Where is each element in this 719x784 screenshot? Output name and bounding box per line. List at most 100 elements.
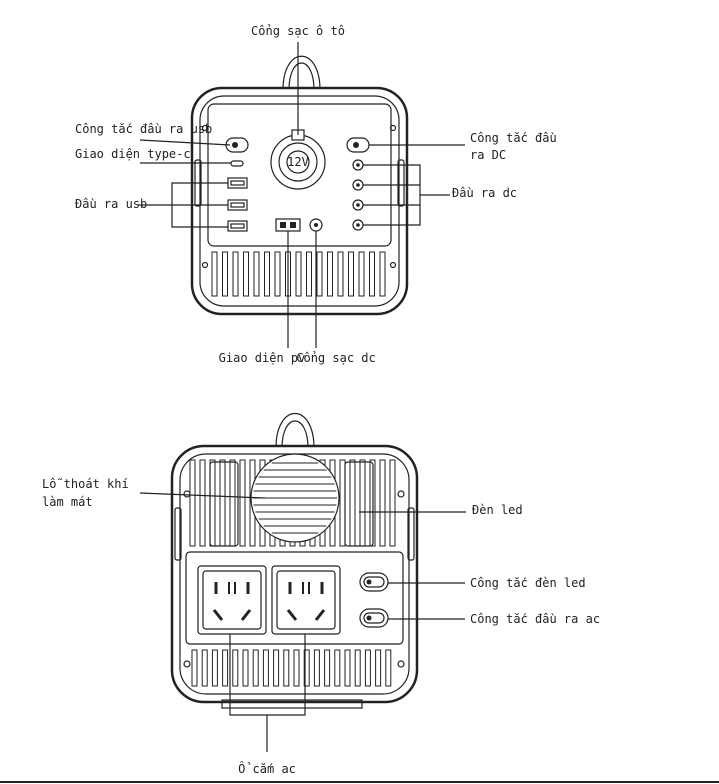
- vent-bar: [327, 251, 333, 297]
- usb-port-inner: [230, 223, 245, 229]
- dc-charge-pin: [314, 223, 318, 227]
- vent-bar: [385, 649, 392, 687]
- ac-pin: [240, 609, 252, 621]
- vent-bar: [232, 649, 239, 687]
- ac-pin: [212, 609, 224, 621]
- pv-pin: [290, 222, 296, 228]
- car-socket-text: 12V: [287, 155, 309, 169]
- vent-bar: [232, 251, 239, 297]
- vent-bar: [334, 649, 341, 687]
- top-handle-inner: [288, 62, 315, 91]
- leader-usb-switch: [139, 139, 231, 146]
- vent-bar: [243, 251, 249, 297]
- vent-bar: [273, 649, 280, 687]
- top-callouts: Cổng sạc ô tô Công tắc đầu ra usb Giao d…: [75, 24, 557, 365]
- vent-bar: [274, 251, 281, 297]
- vent-bar: [303, 649, 310, 687]
- label-dc-switch-line2: ra DC: [470, 148, 506, 162]
- ac-pin: [228, 582, 236, 594]
- vent-fin: [369, 459, 376, 547]
- label-led: Đèn led: [472, 503, 523, 517]
- vent-fin: [379, 459, 386, 547]
- screw: [201, 261, 209, 269]
- ac-socket-icon: [197, 565, 267, 635]
- screw: [397, 490, 405, 498]
- vent-bar: [316, 251, 323, 297]
- ac-socket-icon: [271, 565, 341, 635]
- dc-port-pin: [356, 163, 360, 167]
- usb-port-icon: [227, 220, 248, 232]
- vent-bar: [252, 649, 259, 687]
- vent-bar: [358, 251, 365, 297]
- usb-port-inner: [230, 202, 245, 208]
- screw: [183, 490, 191, 498]
- dc-port-pin: [356, 183, 360, 187]
- top-device: 12V: [190, 55, 409, 316]
- vent-bar: [369, 251, 375, 297]
- ac-pin: [302, 582, 310, 594]
- dc-switch-dot: [353, 142, 359, 148]
- top-handle: [282, 55, 321, 91]
- side-grip: [397, 159, 405, 207]
- led-switch-icon: [359, 572, 389, 592]
- pv-pin: [280, 222, 286, 228]
- top-panel: [207, 103, 392, 247]
- device-foot: [221, 699, 363, 709]
- led-light-panel: [344, 461, 374, 547]
- screw: [389, 124, 397, 132]
- bottom-callouts: Lỗ thoát khí làm mát Đèn led Công tắc đè…: [42, 477, 600, 776]
- vent-bar: [375, 649, 382, 687]
- ac-switch-inner: [363, 612, 385, 624]
- fan-grille: [253, 462, 337, 534]
- vent-bar: [191, 649, 198, 687]
- car-socket-icon: [278, 142, 318, 182]
- vent-fin: [389, 459, 396, 547]
- vent-bar: [306, 251, 312, 297]
- side-grip: [174, 507, 182, 561]
- vent-bar: [201, 649, 208, 687]
- label-pv: Giao diện pv: [219, 351, 306, 365]
- ac-panel: [185, 551, 404, 645]
- screw: [389, 261, 397, 269]
- label-led-switch: Công tắc đèn led: [470, 576, 586, 590]
- ac-switch-dot: [366, 615, 372, 621]
- vent-fin: [199, 459, 206, 547]
- vent-bar: [295, 251, 302, 297]
- vent-fin: [239, 459, 246, 547]
- vent-bar: [379, 251, 386, 297]
- dc-port-pin: [356, 203, 360, 207]
- usb-switch-dot: [232, 142, 238, 148]
- vent-bar: [354, 649, 361, 687]
- vent-bar: [344, 649, 351, 687]
- vent-bar: [264, 251, 270, 297]
- ac-socket-inner: [276, 570, 336, 630]
- top-body-inner: [199, 95, 400, 307]
- vent-bar: [364, 649, 371, 687]
- vent-bar: [293, 649, 300, 687]
- vent-bar: [262, 649, 269, 687]
- label-vent-line2: làm mát: [42, 495, 93, 509]
- vent-bar: [337, 251, 344, 297]
- label-vent-line1: Lỗ thoát khí: [42, 477, 129, 491]
- label-car-port: Cổng sạc ô tô: [251, 24, 345, 38]
- bottom-device: [170, 412, 419, 709]
- ac-pin: [286, 609, 298, 621]
- vent-bar: [324, 649, 331, 687]
- vent-bar: [253, 251, 260, 297]
- label-ac-switch: Công tắc đầu ra ac: [470, 612, 600, 626]
- vent-bar: [222, 649, 229, 687]
- vent-bar: [348, 251, 354, 297]
- led-switch-inner: [363, 576, 385, 588]
- vent-bar: [313, 649, 320, 687]
- vent-bar: [283, 649, 290, 687]
- vent-bar: [211, 251, 218, 297]
- vent-fin: [189, 459, 196, 547]
- ac-switch-icon: [359, 608, 389, 628]
- screw: [201, 124, 209, 132]
- label-dc-charge: Cổng sạc dc: [296, 351, 375, 365]
- bottom-vent-bars: [191, 649, 392, 687]
- label-dc-switch-line1: Công tắc đầu: [470, 131, 557, 145]
- dc-port-pin: [356, 223, 360, 227]
- ac-pin: [314, 609, 326, 621]
